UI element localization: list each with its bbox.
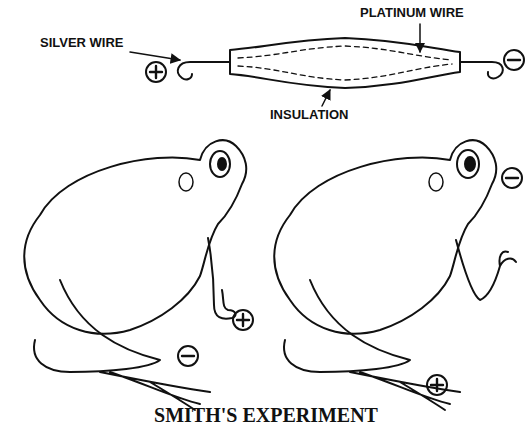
insulation (230, 38, 460, 88)
caption: SMITH'S EXPERIMENT (0, 404, 532, 426)
minus-symbol (502, 168, 522, 188)
leader-line (419, 24, 421, 52)
plus-symbol (427, 375, 447, 395)
part-label: SILVER WIRE (40, 36, 124, 50)
part-label: PLATINUM WIRE (360, 6, 464, 20)
part-label: INSULATION (270, 108, 348, 122)
frog (24, 140, 253, 410)
frog (274, 140, 522, 410)
plus-symbol (146, 62, 166, 82)
silver-wire (178, 62, 232, 79)
minus-symbol (178, 346, 198, 366)
leader-line (322, 90, 330, 106)
platinum-wire (458, 62, 503, 78)
electrode-wire (130, 24, 524, 106)
plus-symbol (233, 310, 253, 330)
minus-symbol (504, 50, 524, 70)
leader-line (130, 52, 180, 60)
